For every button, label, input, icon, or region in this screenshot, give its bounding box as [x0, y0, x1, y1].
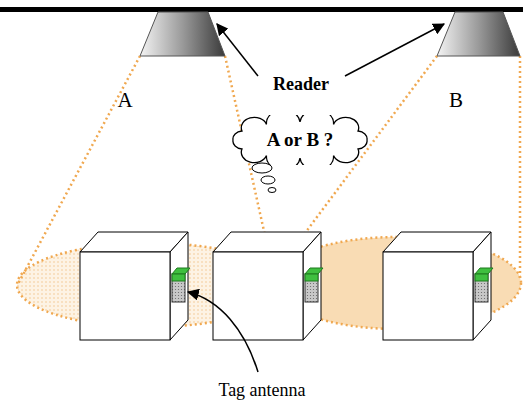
- box: [213, 232, 321, 340]
- reader-beams: [18, 56, 520, 284]
- rfid-tag: [172, 268, 190, 302]
- reader-right: [437, 12, 520, 56]
- thought-cloud: A or B ?: [225, 115, 375, 165]
- tag-leader: [188, 292, 258, 372]
- reader-pointer: [345, 24, 444, 76]
- label: A: [117, 88, 132, 113]
- label: B: [449, 88, 463, 113]
- reader-left: [140, 12, 225, 56]
- reader-pointer: [217, 24, 258, 76]
- rfid-tag: [305, 268, 323, 302]
- thought-bubble: [268, 188, 276, 193]
- box: [383, 232, 491, 340]
- box: [80, 232, 188, 340]
- rfid-tag: [475, 268, 493, 302]
- ceiling-bar: [0, 7, 523, 12]
- label: Tag antenna: [218, 380, 305, 401]
- thought-text: A or B ?: [267, 129, 334, 151]
- thought-bubble: [261, 176, 275, 184]
- label: Reader: [273, 74, 329, 95]
